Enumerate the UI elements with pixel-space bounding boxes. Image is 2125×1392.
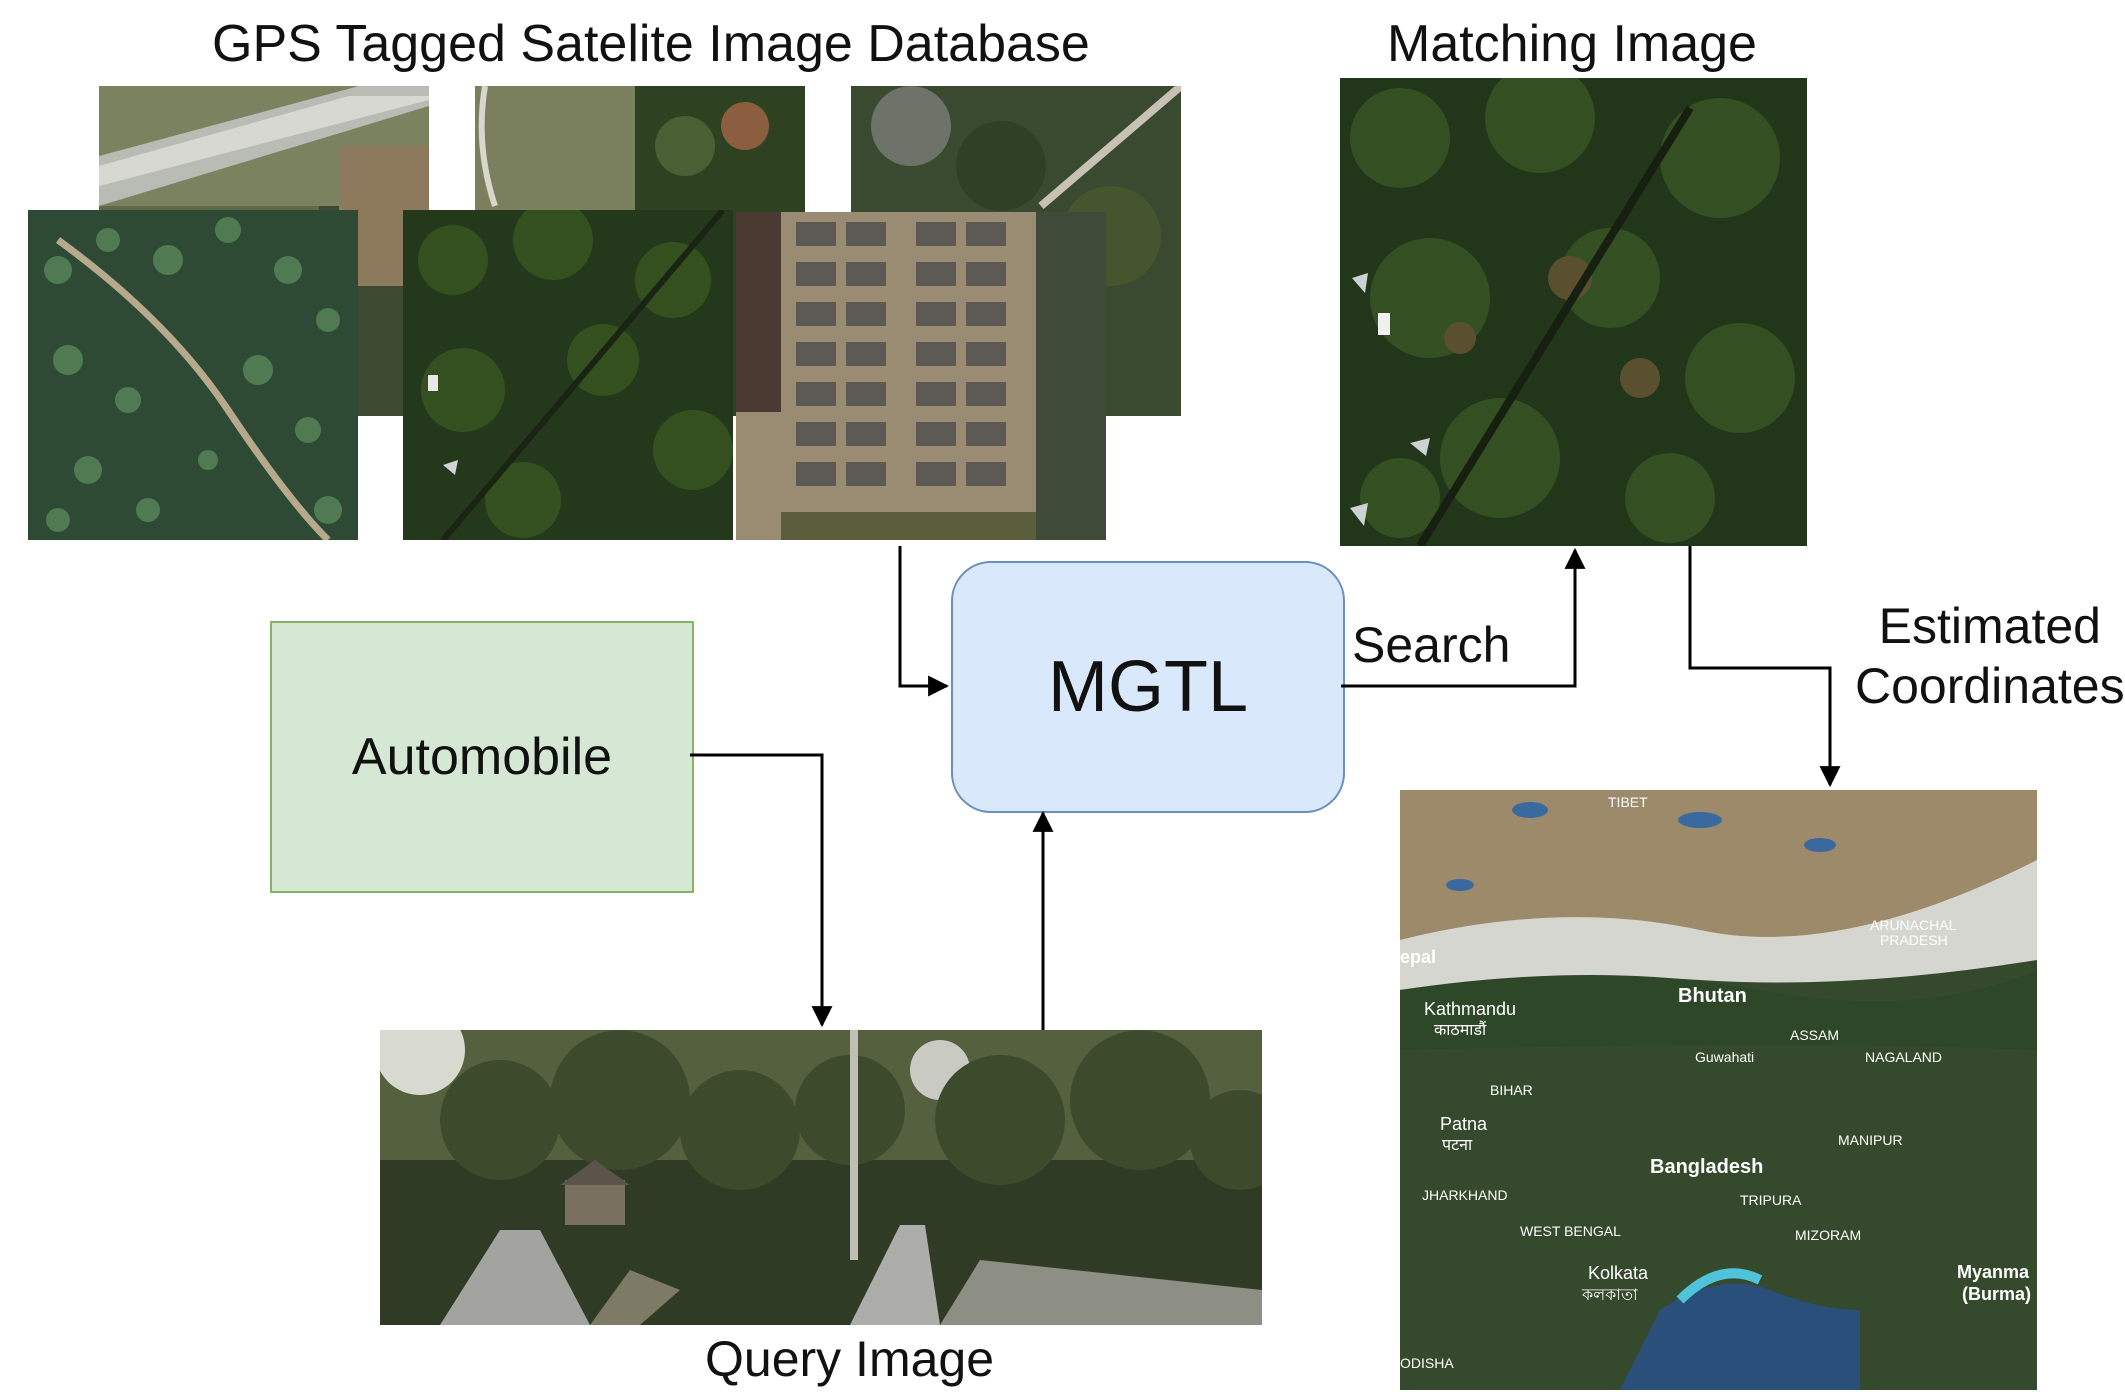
map-label-tibet: TIBET — [1608, 794, 1648, 810]
query-image — [380, 1030, 1262, 1325]
automobile-label: Automobile — [351, 728, 613, 786]
map-label-jharkhand: JHARKHAND — [1422, 1187, 1508, 1203]
matching-image-title: Matching Image — [1387, 15, 1757, 73]
search-label: Search — [1352, 617, 1511, 673]
map-label-west-bengal: WEST BENGAL — [1520, 1223, 1621, 1239]
map-label-odisha: ODISHA — [1400, 1355, 1454, 1371]
mgtl-node: MGTL — [951, 561, 1345, 813]
estimated-line-1: Estimated — [1878, 598, 2101, 654]
satellite-tile-forest-path — [28, 210, 358, 540]
map-label-bangladesh: Bangladesh — [1650, 1156, 1763, 1178]
map-label-manipur: MANIPUR — [1838, 1132, 1903, 1148]
map-label-patna-local: पटना — [1442, 1137, 1473, 1154]
map-label-kathmandu: Kathmandu — [1424, 999, 1516, 1019]
mgtl-label: MGTL — [1047, 647, 1248, 727]
map-label-assam: ASSAM — [1790, 1027, 1839, 1043]
automobile-node: Automobile — [270, 621, 694, 893]
map-label-nepal: epal — [1400, 947, 1436, 967]
arrow-matching-to-map — [1688, 546, 1841, 788]
map-label-bhutan: Bhutan — [1678, 985, 1747, 1007]
arrow-database-to-mgtl — [898, 546, 950, 697]
map-label-myanmar-1: Myanma — [1957, 1262, 2030, 1282]
map-label-kolkata: Kolkata — [1588, 1263, 1649, 1283]
map-label-mizoram: MIZORAM — [1795, 1227, 1861, 1243]
estimated-line-2: Coordinates — [1855, 658, 2125, 714]
satellite-tile-housing — [736, 212, 1106, 540]
map-label-nagaland: NAGALAND — [1865, 1049, 1942, 1065]
arrow-automobile-to-query — [690, 753, 833, 1028]
region-map: TIBET epal Kathmandu काठमाडौं Bhutan ARU… — [1400, 790, 2037, 1390]
matching-image — [1340, 78, 1807, 546]
arrow-mgtl-search-matching — [1341, 547, 1586, 688]
map-label-arunachal-1: ARUNACHAL — [1870, 917, 1957, 933]
database-title: GPS Tagged Satelite Image Database — [212, 15, 1090, 73]
map-label-arunachal-2: PRADESH — [1880, 932, 1948, 948]
estimated-coordinates-label: Estimated Coordinates — [1855, 596, 2125, 716]
satellite-tile-dense-forest — [403, 210, 733, 540]
map-label-guwahati: Guwahati — [1695, 1049, 1754, 1065]
map-label-kolkata-local: কলকাতা — [1581, 1287, 1638, 1304]
map-label-kathmandu-local: काठमाडौं — [1434, 1020, 1487, 1039]
map-label-bihar: BIHAR — [1490, 1082, 1533, 1098]
map-label-myanmar-2: (Burma) — [1962, 1284, 2031, 1304]
map-label-patna: Patna — [1440, 1114, 1488, 1134]
query-image-title: Query Image — [705, 1331, 995, 1387]
map-label-tripura: TRIPURA — [1740, 1192, 1802, 1208]
